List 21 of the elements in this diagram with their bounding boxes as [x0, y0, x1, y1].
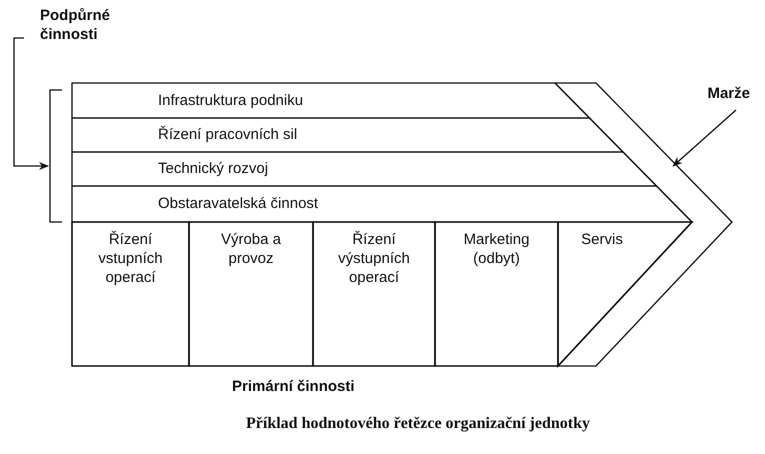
node-text: Řízení pracovních sil [158, 125, 298, 144]
arrow [672, 110, 736, 167]
caption: Příklad hodnotového řetězce organizační jednotky [245, 414, 591, 433]
section-label: Primární činnosti [232, 377, 355, 396]
activity-column [313, 222, 435, 366]
bracket [50, 90, 62, 222]
node-text: Servis [580, 230, 624, 249]
node-text: Řízení vstupních operací [97, 230, 164, 287]
activity-column [558, 222, 692, 366]
node-text: Výroba a provoz [220, 230, 282, 268]
node-text: Technický rozvoj [158, 159, 268, 178]
node-text: Podpůrné činnosti [40, 6, 111, 44]
node-text: Marketing (odbyt) [462, 230, 530, 268]
node-text: Obstaravatelská činnost [158, 194, 318, 213]
activity-column [189, 222, 313, 366]
activity-column [435, 222, 558, 366]
leader-line [13, 37, 49, 170]
activity-column [72, 222, 189, 366]
node-text: Řízení výstupních operací [337, 230, 411, 287]
node-text: Infrastruktura podniku [158, 90, 304, 110]
node-text: Marže [706, 84, 750, 103]
